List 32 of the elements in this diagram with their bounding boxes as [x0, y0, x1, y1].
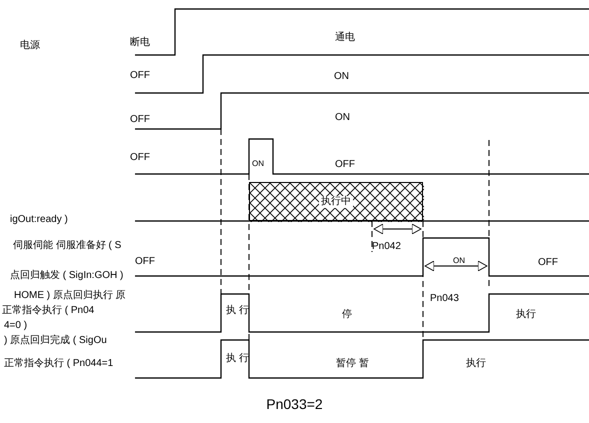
state-label: OFF	[130, 70, 150, 82]
parameter-label: Pn042	[372, 241, 401, 253]
signal-label: HOME ) 原点回归执行 原	[14, 290, 126, 302]
parameter-label: Pn043	[430, 293, 459, 305]
signal-label: 电源	[20, 40, 40, 52]
signal-label: igOut:ready )	[10, 214, 68, 226]
signal-label: 4=0 )	[4, 320, 28, 332]
state-label: 执行	[516, 309, 536, 321]
state-label: ON	[334, 71, 349, 83]
signal-label: 正常指令执行 ( Pn044=1	[4, 358, 114, 370]
signal-label: 伺服伺能 伺服准备好 ( S	[13, 240, 122, 252]
hatched-bar	[249, 182, 423, 221]
state-label: OFF	[135, 256, 155, 268]
state-label: 暂停 暂	[336, 358, 369, 370]
state-label: 执行	[466, 358, 486, 370]
signal-label: ) 原点回归完成 ( SigOu	[4, 335, 107, 347]
signal-label: 正常指令执行 ( Pn04	[2, 305, 94, 317]
state-label: OFF	[130, 152, 150, 164]
state-label: 通电	[335, 32, 355, 44]
state-label: ON	[252, 158, 264, 170]
caption: Pn033=2	[266, 396, 323, 412]
state-label: ON	[335, 112, 350, 124]
state-label: 执 行	[226, 305, 249, 317]
state-label: OFF	[335, 159, 355, 171]
state-label: OFF	[130, 114, 150, 126]
state-label: 执 行	[226, 353, 249, 365]
state-label: 执行中	[319, 196, 353, 208]
state-label: ON	[453, 255, 465, 267]
state-label: OFF	[538, 257, 558, 269]
state-label: 断电	[130, 37, 150, 49]
signal-label: 点回归触发 ( SigIn:GOH )	[10, 270, 124, 282]
state-label: 停	[342, 309, 352, 321]
